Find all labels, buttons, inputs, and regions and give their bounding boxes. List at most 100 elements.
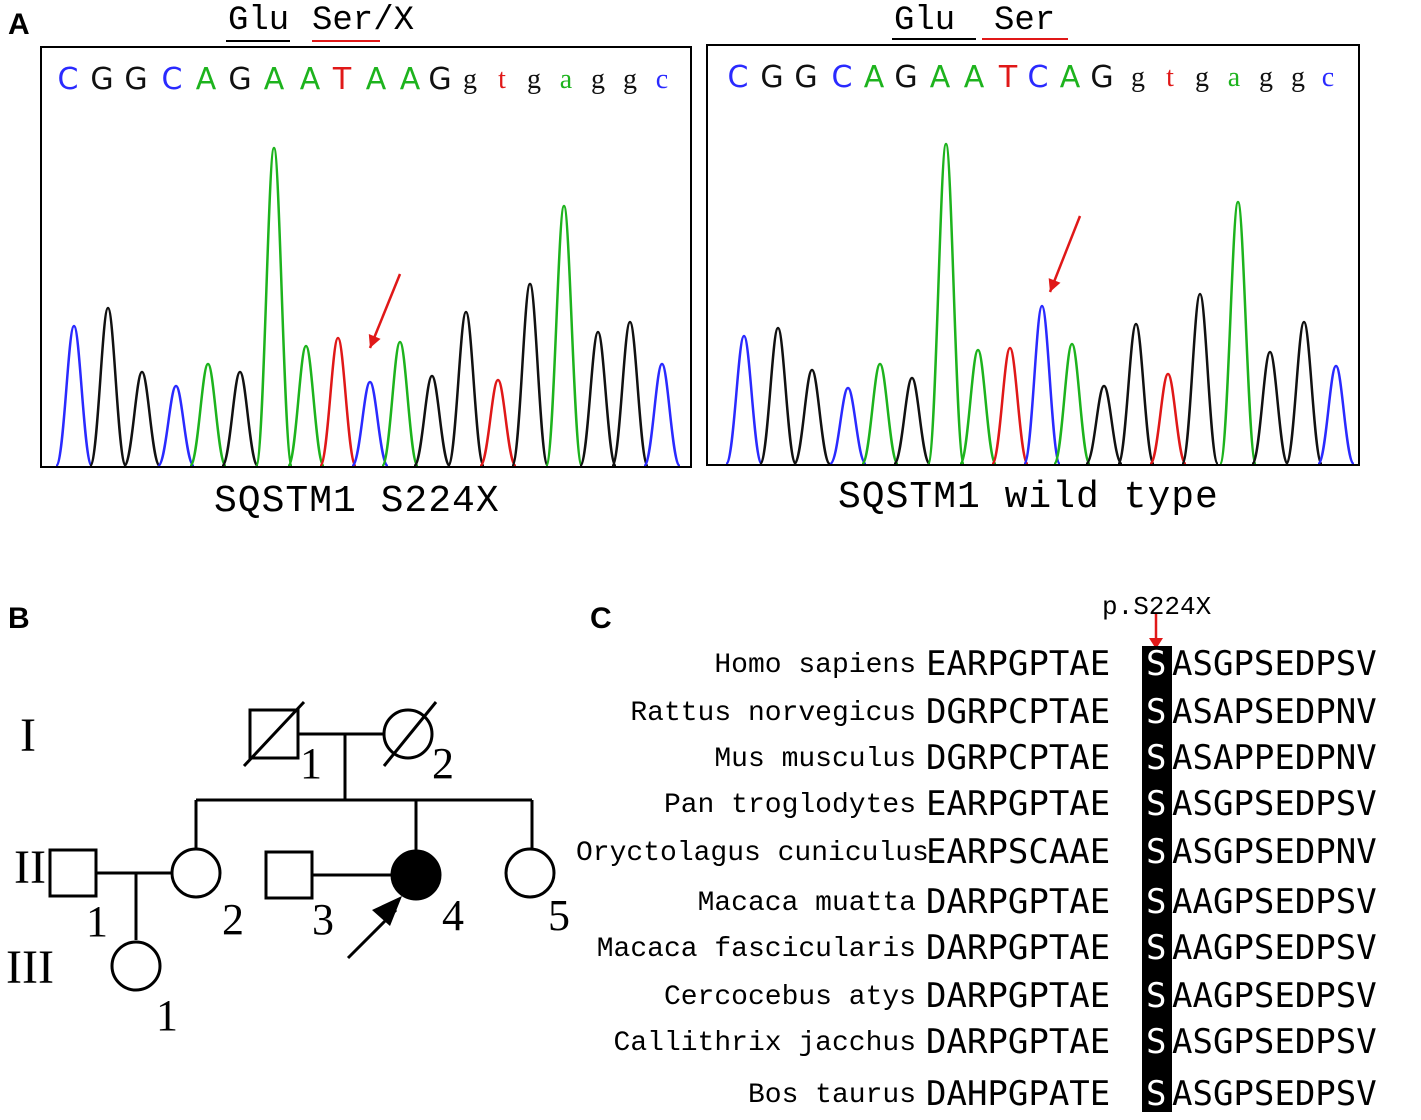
- species-name: Macaca fascicularis: [596, 934, 916, 965]
- sequence-after-site: ASAPPEDPNV: [1172, 738, 1377, 778]
- trace-peak: [54, 324, 94, 466]
- sequence-before-site: EARPGPTAE: [926, 644, 1111, 684]
- conserved-site-residue: S: [1146, 832, 1167, 872]
- species-name: Callithrix jacchus: [613, 1028, 916, 1059]
- conserved-site-residue: S: [1146, 928, 1167, 968]
- base-call: C: [57, 62, 79, 97]
- base-call: g: [1195, 62, 1209, 93]
- base-call: A: [365, 62, 387, 97]
- trace-peak: [1284, 320, 1324, 464]
- base-call: a: [1227, 62, 1241, 93]
- conserved-site-residue: S: [1146, 1074, 1167, 1114]
- trace-peak: [926, 142, 966, 464]
- trace-peak: [958, 348, 998, 464]
- pedigree-num-I1: 1: [300, 739, 322, 788]
- sequence-after-site: AAGPSEDPSV: [1172, 928, 1377, 968]
- trace-peak: [860, 362, 900, 464]
- sequence-before-site: DARPGPTAE: [926, 882, 1111, 922]
- sequence-before-site: DARPGPTAE: [926, 1022, 1111, 1062]
- trace-peak: [286, 344, 326, 466]
- caption-wildtype: SQSTM1 wild type: [838, 476, 1219, 519]
- species-name: Macaca muatta: [697, 888, 916, 919]
- codon-underline-right: [892, 38, 976, 40]
- codon-label-ser-left: Ser/X: [312, 2, 415, 40]
- base-call: G: [1090, 60, 1114, 95]
- pedigree-num-II3: 3: [312, 895, 334, 944]
- base-call: G: [124, 62, 148, 97]
- species-name: Bos taurus: [747, 1080, 916, 1111]
- base-call: G: [428, 62, 452, 97]
- base-call: C: [1027, 60, 1049, 95]
- sequence-before-site: DARPGPTAE: [926, 976, 1111, 1016]
- trace-peak: [758, 326, 798, 464]
- trace-peak: [892, 376, 932, 464]
- codon-underline-ser-left: [312, 40, 380, 42]
- trace-peak: [254, 146, 294, 466]
- pedigree-III1-female: [110, 940, 162, 992]
- codon-label-glu-left: Glu: [228, 2, 290, 40]
- base-call: a: [559, 64, 573, 95]
- red-arrowhead-icon: [1048, 278, 1061, 292]
- base-call: t: [1166, 62, 1174, 93]
- pedigree-num-II5: 5: [548, 891, 570, 940]
- base-call: A: [963, 60, 985, 95]
- pedigree-num-II2: 2: [222, 895, 244, 944]
- species-name: Oryctolagus cuniculus: [576, 838, 929, 869]
- base-call: g: [1259, 62, 1273, 93]
- trace-peak: [156, 384, 196, 466]
- base-call: G: [90, 62, 114, 97]
- base-call: g: [1131, 62, 1145, 93]
- base-call: g: [463, 64, 477, 95]
- pedigree-chart: 1 2 1 2 3 4 5 1: [48, 700, 570, 1040]
- base-call: A: [263, 62, 285, 97]
- trace-peak: [610, 320, 650, 466]
- conserved-site-residue: S: [1146, 784, 1167, 824]
- red-arrow-icon: [1048, 215, 1082, 293]
- trace-peak: [318, 336, 358, 466]
- pedigree-II5-female: [504, 847, 556, 899]
- sequence-before-site: DARPGPTAE: [926, 928, 1111, 968]
- trace-peak: [724, 334, 764, 464]
- sequence-after-site: ASGPSEDPSV: [1172, 644, 1377, 684]
- trace-peak: [1218, 200, 1258, 464]
- trace-peak: [122, 370, 162, 466]
- base-call: c: [655, 64, 669, 95]
- base-call: G: [794, 60, 818, 95]
- trace-peak: [1180, 292, 1220, 464]
- conserved-site-residue: S: [1146, 692, 1167, 732]
- pedigree-num-II1: 1: [86, 897, 108, 946]
- base-call: T: [332, 62, 352, 97]
- pedigree-num-III1: 1: [156, 991, 178, 1040]
- base-call: A: [195, 62, 217, 97]
- trace-peak: [578, 330, 618, 466]
- species-name: Cercocebus atys: [663, 982, 916, 1013]
- mutation-arrow-icon: [1149, 614, 1163, 649]
- base-call: A: [929, 60, 951, 95]
- base-call: g: [623, 64, 637, 95]
- panel-label-c: C: [590, 602, 612, 635]
- proband-arrow-icon: [372, 896, 402, 926]
- trace-plot-wildtype: [724, 142, 1356, 464]
- base-call: G: [760, 60, 784, 95]
- base-call: c: [1321, 62, 1335, 93]
- base-call: C: [727, 60, 749, 95]
- sequence-after-site: AAGPSEDPSV: [1172, 882, 1377, 922]
- sequence-after-site: ASGPSEDPSV: [1172, 784, 1377, 824]
- codon-label-glu-right: Glu: [894, 2, 956, 40]
- pedigree-II4-affected-female: [390, 849, 442, 901]
- sequence-after-site: AAGPSEDPSV: [1172, 976, 1377, 1016]
- generation-label-i: I: [20, 709, 36, 762]
- base-call: A: [299, 62, 321, 97]
- base-call: G: [228, 62, 252, 97]
- conserved-site-residue: S: [1146, 976, 1167, 1016]
- pedigree-II1-male: [48, 848, 98, 898]
- trace-peak: [446, 310, 486, 466]
- sequence-before-site: DGRPCPTAE: [926, 692, 1111, 732]
- trace-peak: [1116, 322, 1156, 464]
- trace-peak: [828, 386, 868, 464]
- panel-label-a: A: [8, 8, 30, 41]
- species-name: Rattus norvegicus: [630, 698, 916, 729]
- conserved-site-residue: S: [1146, 644, 1167, 684]
